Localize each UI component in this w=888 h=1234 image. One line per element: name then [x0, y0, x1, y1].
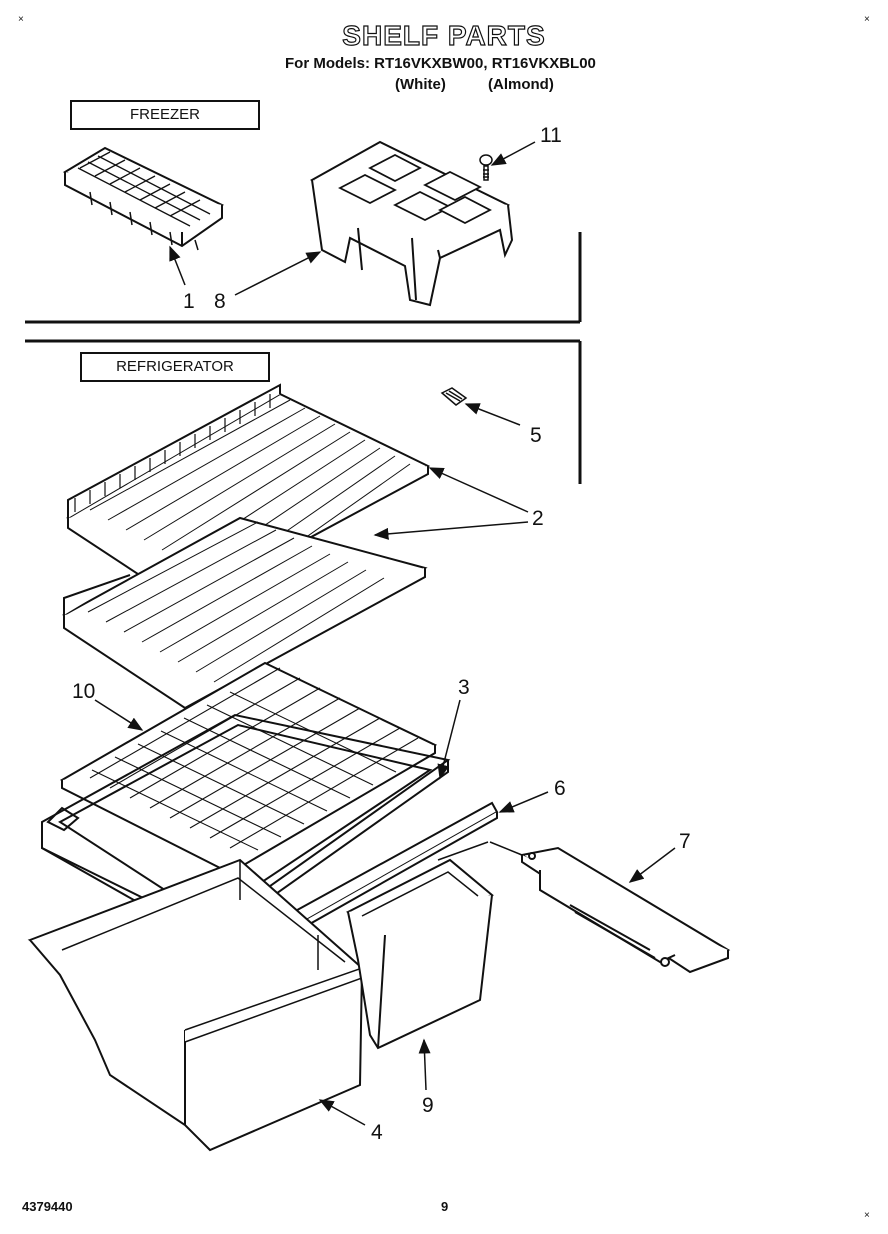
callout-1: 1 — [183, 290, 195, 313]
ice-cube-tray — [62, 146, 224, 251]
page-number: 9 — [441, 1199, 449, 1214]
callout-10: 10 — [72, 680, 96, 703]
corner-mark-bottom-right: × — [864, 1210, 870, 1221]
callout-3: 3 — [458, 676, 470, 699]
callout-2: 2 — [532, 507, 544, 530]
models-line: For Models: RT16VKXBW00, RT16VKXBL00 — [285, 55, 596, 72]
small-crisper-drawer — [345, 858, 494, 1050]
corner-mark-top-right: × — [864, 14, 870, 25]
freezer-label: FREEZER — [70, 100, 264, 134]
model-variants: (White) (Almond) — [395, 76, 592, 93]
callout-11: 11 — [540, 124, 562, 147]
callout-8: 8 — [214, 290, 226, 313]
callout-7: 7 — [679, 830, 691, 853]
callout-6: 6 — [554, 777, 566, 800]
refrigerator-label: REFRIGERATOR — [80, 352, 274, 386]
freezer-section-frame — [25, 232, 582, 324]
variant-white: (White) — [395, 76, 446, 93]
callout-9: 9 — [422, 1094, 434, 1117]
screw — [479, 154, 493, 181]
callout-5: 5 — [530, 424, 542, 447]
page-title: SHELF PARTS — [342, 19, 546, 51]
crisper-cover-insert — [59, 661, 438, 875]
callout-4: 4 — [371, 1121, 383, 1144]
freezer-shelf — [309, 140, 514, 307]
corner-mark-top-left: × — [18, 14, 24, 25]
refrigerator-section-frame — [25, 339, 582, 484]
shelf-clip — [440, 387, 468, 406]
crisper-slide-rail — [519, 846, 731, 974]
leader-lines — [94, 141, 676, 1126]
large-crisper-drawer — [27, 858, 364, 1152]
lower-wire-shelf — [62, 516, 428, 710]
variant-almond: (Almond) — [488, 76, 554, 93]
doc-number: 4379440 — [22, 1199, 73, 1214]
